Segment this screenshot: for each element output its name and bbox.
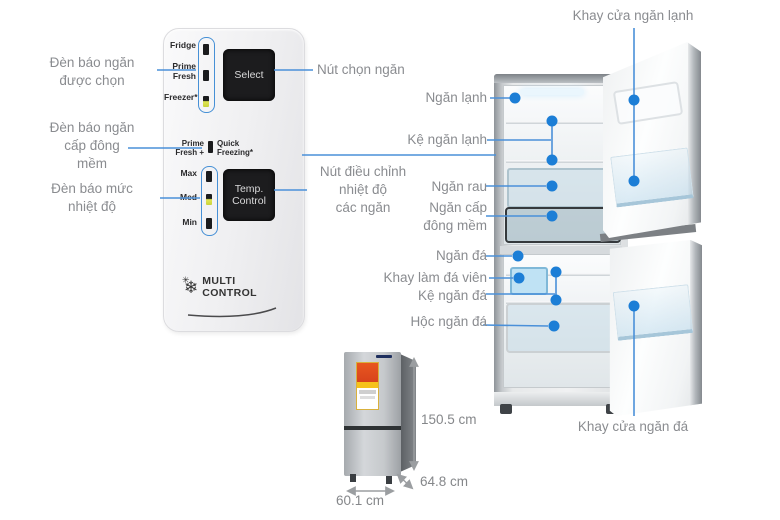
- cabinet-base: [494, 392, 628, 406]
- fridge-led-label: Fridge: [170, 40, 196, 50]
- freezer-compartment-interior: [503, 254, 621, 388]
- callout-ice-cube-tray: Khay làm đá viên: [383, 270, 487, 285]
- med-label: Med: [180, 192, 197, 202]
- fridge-foot-left: [500, 404, 512, 414]
- fridge-door-open: [603, 42, 701, 238]
- max-led: [206, 171, 212, 182]
- callout-fridge-shelf: Kệ ngăn lạnh: [407, 132, 487, 147]
- callout-soft-freeze-compartment: Ngăn cấp đông mềm: [423, 200, 487, 234]
- prime-fresh-plus-label: Prime Fresh +: [175, 139, 204, 158]
- fridge-door-tray: [612, 81, 684, 125]
- min-label: Min: [182, 217, 197, 227]
- fridge-shelf-2: [506, 160, 616, 163]
- multi-control-logo: ❄✳ MULTI CONTROL: [182, 274, 289, 300]
- brand-logo: [376, 355, 392, 358]
- callout-fridge-compartment: Ngăn lạnh: [425, 90, 487, 105]
- temp-control-button: Temp. Control: [223, 169, 275, 221]
- depth-dimension: 64.8 cm: [420, 474, 469, 489]
- callout-freezer-compartment: Ngăn đá: [435, 248, 487, 263]
- fridge-led: [203, 44, 209, 55]
- snowflake-small-icon: ✳: [182, 274, 190, 285]
- cabinet-divider: [500, 246, 622, 254]
- mini-fridge-front: [344, 352, 401, 476]
- prime-fresh-led: [203, 70, 209, 81]
- vegetable-drawer: [507, 168, 619, 208]
- snowflake-icon: ❄✳: [182, 274, 199, 297]
- control-panel: Fridge Prime Fresh Freezer* Select Prime…: [163, 28, 305, 332]
- energy-label-star-band: [357, 363, 378, 383]
- logo-underline: [187, 307, 277, 318]
- freezer-door-shelf: [612, 284, 694, 341]
- callout-fridge-door-tray: Khay cửa ngăn lạnh: [572, 8, 694, 23]
- quick-freezing-label: Quick Freezing*: [217, 139, 254, 158]
- callout-freezer-shelf: Kệ ngăn đá: [417, 288, 487, 303]
- width-dimension: 60.1 cm: [336, 493, 385, 508]
- callout-freezer-door-tray: Khay cửa ngăn đá: [577, 419, 689, 434]
- freezer-door-open: [609, 240, 702, 416]
- callout-freezer-drawer: Hộc ngăn đá: [410, 314, 487, 329]
- freezer-led-label: Freezer*: [164, 92, 198, 102]
- fridge-door-edge: [688, 42, 701, 238]
- freezer-door-edge: [690, 240, 702, 416]
- energy-label-text-line: [360, 395, 375, 399]
- temp-led-box: [201, 166, 218, 236]
- fridge-door-shelf: [610, 147, 694, 208]
- callout-soft-freeze-indicator: Đèn báo ngăn cấp đông mềm: [49, 120, 135, 172]
- fridge-top-cap: [494, 74, 628, 83]
- ice-cube-tray: [510, 267, 548, 295]
- callout-selected-compartment: Đèn báo ngăn được chọn: [49, 55, 135, 89]
- height-dimension: 150.5 cm: [421, 412, 477, 427]
- max-label: Max: [180, 168, 197, 178]
- energy-label-text-line: [359, 389, 376, 394]
- callout-temp-control-button: Nút điều chỉnh nhiệt độ các ngăn: [319, 164, 407, 216]
- callout-vegetable-drawer: Ngăn rau: [431, 179, 487, 194]
- select-button: Select: [223, 49, 275, 101]
- mini-foot-left: [350, 474, 356, 482]
- compartment-led-box: [198, 37, 215, 113]
- fridge-shelf-1: [506, 121, 616, 124]
- freezer-led: [203, 96, 209, 107]
- freezer-drawer: [506, 303, 618, 353]
- med-led: [206, 194, 212, 205]
- mini-fridge-side: [400, 354, 416, 472]
- min-led: [206, 218, 212, 229]
- callout-select-button: Nút chọn ngăn: [317, 62, 405, 77]
- callout-temp-level-indicator: Đèn báo mức nhiệt độ: [51, 181, 133, 215]
- soft-freeze-led: [208, 141, 213, 153]
- mini-foot-right: [386, 476, 392, 484]
- prime-fresh-led-label: Prime Fresh: [172, 61, 196, 81]
- energy-label: [356, 362, 379, 410]
- mini-fridge-divider: [344, 426, 401, 430]
- led-light-strip: [520, 89, 584, 95]
- logo-text: MULTI CONTROL: [202, 275, 257, 300]
- energy-label-yellow-band: [357, 382, 378, 388]
- fridge-compartment-interior: [503, 85, 621, 245]
- mini-fridge: [338, 348, 422, 484]
